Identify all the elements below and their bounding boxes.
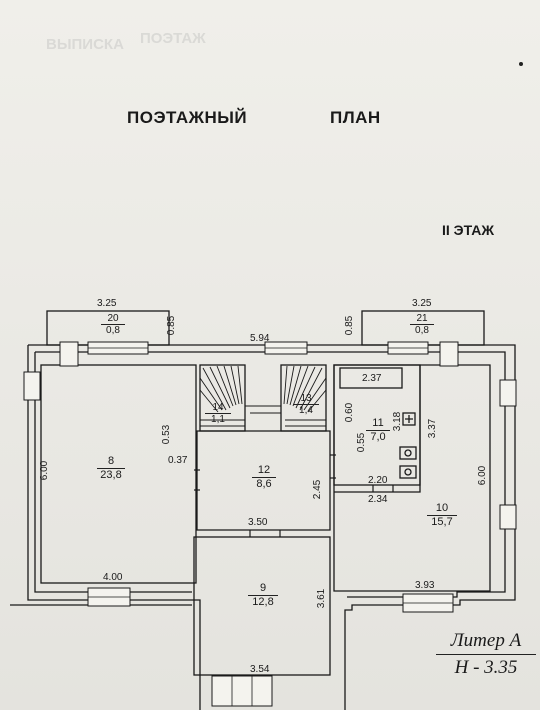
stove-symbol <box>402 412 416 426</box>
window-right-1 <box>499 379 517 407</box>
room-8-outline <box>40 364 197 584</box>
shelf-box <box>339 367 403 389</box>
dim-room-11-width: 2.20 <box>368 475 388 486</box>
window-bottom-center <box>211 675 273 707</box>
room-12-outline <box>196 430 331 531</box>
dim-room-11-height: 3.18 <box>392 411 404 432</box>
bleed-through-text: ВЫПИСКА <box>46 36 124 53</box>
floor-label: II ЭТАЖ <box>442 222 495 238</box>
window-right-2 <box>499 504 517 530</box>
dim-room-10-height: 6.00 <box>477 465 489 486</box>
dim-room-8-width: 4.00 <box>103 572 123 583</box>
dim-room-10-234: 2.34 <box>368 494 388 505</box>
dim-room-12-height: 2.45 <box>312 479 324 500</box>
dim-balcony-21-width: 3.25 <box>412 298 432 309</box>
ink-dot <box>519 62 523 66</box>
stair-treads <box>199 365 327 427</box>
dim-room-10-width: 3.93 <box>415 580 435 591</box>
dim-top-wall: 5.94 <box>250 333 270 344</box>
dim-shelf: 2.37 <box>362 373 382 384</box>
page-title-word-2: ПЛАН <box>330 108 381 127</box>
dim-room-9-width: 3.54 <box>250 664 270 675</box>
liter-name: Литер А <box>436 630 536 655</box>
room-10-outline <box>333 364 491 592</box>
dim-balcony-21-depth: 0.85 <box>344 315 356 336</box>
dim-room-10-337: 3.37 <box>427 418 439 439</box>
bleed-through-text: ПОЭТАЖ <box>140 30 206 47</box>
window-left <box>23 371 41 401</box>
dim-room-11-060: 0.60 <box>344 402 356 423</box>
dim-balcony-20-width: 3.25 <box>97 298 117 309</box>
sink-symbol <box>399 446 417 460</box>
dim-room-8-height: 6.00 <box>39 460 51 481</box>
room-9-outline <box>193 536 331 676</box>
liter-stamp: Литер А Н - 3.35 <box>436 630 536 679</box>
dim-balcony-20-depth: 0.85 <box>166 315 178 336</box>
dim-stair-14-offset: 0.53 <box>161 424 173 445</box>
dim-room-9-height: 3.61 <box>316 588 328 609</box>
page-title-word-1: ПОЭТАЖНЫЙ <box>127 108 248 127</box>
dim-room-12-width: 3.50 <box>248 517 268 528</box>
dim-wall-037: 0.37 <box>168 455 188 466</box>
liter-height: Н - 3.35 <box>454 657 518 678</box>
outer-wall <box>28 344 516 710</box>
